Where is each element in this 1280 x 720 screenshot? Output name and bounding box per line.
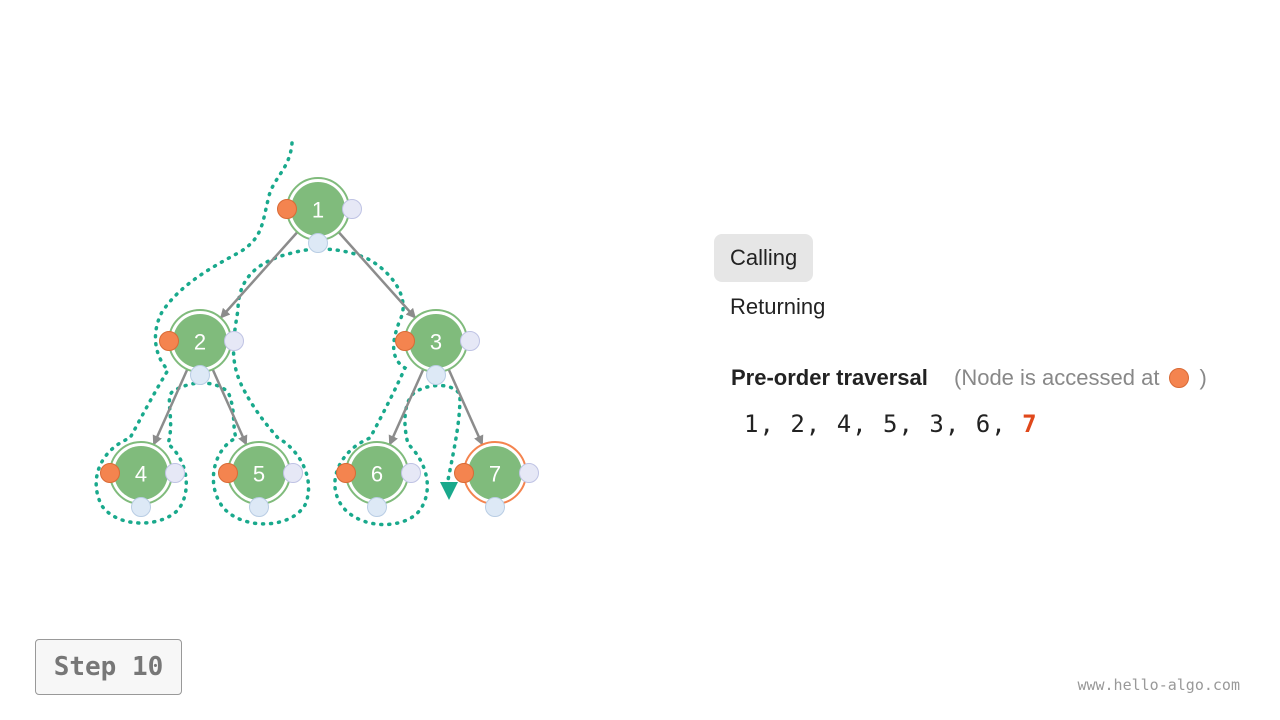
tree-nodes: 1 2 3 4 5 6 7 [100, 177, 539, 517]
legend-returning: Returning [730, 294, 826, 319]
post-order-dot [519, 463, 539, 483]
tree-edges [152, 231, 484, 446]
node-label: 5 [253, 462, 265, 487]
sequence-visited: 1, 2, 4, 5, 3, 6, [744, 410, 1023, 438]
tree-node-2: 2 [159, 309, 244, 385]
post-order-dot [342, 199, 362, 219]
tree-node-5: 5 [218, 441, 303, 517]
node-circle [291, 182, 345, 236]
post-order-dot [224, 331, 244, 351]
post-order-dot [460, 331, 480, 351]
node-label: 4 [135, 462, 147, 487]
edge-3-6 [388, 368, 425, 446]
tree-node-7: 7 [454, 441, 539, 517]
pre-order-dot [336, 463, 356, 483]
edge-1-2 [219, 231, 299, 319]
node-circle [350, 446, 404, 500]
watermark: www.hello-algo.com [1077, 676, 1240, 694]
node-label: 6 [371, 462, 383, 487]
node-circle [173, 314, 227, 368]
node-circle [409, 314, 463, 368]
node-circle [114, 446, 168, 500]
pre-order-dot [100, 463, 120, 483]
orange-dot-icon [1169, 368, 1190, 388]
traversal-path [94, 141, 462, 527]
pre-order-dot [159, 331, 179, 351]
traversal-note-prefix: (Node is accessed at [954, 365, 1160, 390]
post-order-dot [283, 463, 303, 483]
in-order-dot [190, 365, 210, 385]
edge-2-5 [211, 368, 248, 446]
in-order-dot [367, 497, 387, 517]
traversal-note: (Node is accessed at ) [954, 365, 1207, 391]
traversal-title: Pre-order traversal [731, 365, 928, 390]
in-order-dot [249, 497, 269, 517]
tree-node-4: 4 [100, 441, 185, 517]
pre-order-dot [218, 463, 238, 483]
node-circle [468, 446, 522, 500]
in-order-dot [485, 497, 505, 517]
in-order-dot [308, 233, 328, 253]
tree-node-3: 3 [395, 309, 480, 385]
edge-3-7 [447, 368, 484, 446]
pre-order-dot [395, 331, 415, 351]
post-order-dot [165, 463, 185, 483]
in-order-dot [131, 497, 151, 517]
edge-2-4 [152, 368, 189, 446]
edge-1-3 [337, 231, 417, 319]
step-indicator: Step 10 [35, 639, 182, 695]
tree-node-1: 1 [277, 177, 362, 253]
in-order-dot [426, 365, 446, 385]
node-label: 1 [312, 198, 324, 223]
traversal-path-arrowhead [440, 482, 458, 500]
binary-tree-diagram: 1 2 3 4 5 6 7 [94, 141, 539, 527]
legend-calling: Calling [714, 234, 814, 282]
traversal-path-line [94, 141, 462, 527]
node-circle [232, 446, 286, 500]
traversal-sequence: 1, 2, 4, 5, 3, 6, 7 [744, 410, 1038, 438]
sequence-current: 7 [1022, 410, 1038, 438]
node-label: 2 [194, 330, 206, 355]
traversal-note-suffix: ) [1199, 365, 1207, 390]
node-label: 7 [489, 462, 501, 487]
tree-node-6: 6 [336, 441, 421, 517]
pre-order-dot [454, 463, 474, 483]
pre-order-dot [277, 199, 297, 219]
node-label: 3 [430, 330, 442, 355]
post-order-dot [401, 463, 421, 483]
